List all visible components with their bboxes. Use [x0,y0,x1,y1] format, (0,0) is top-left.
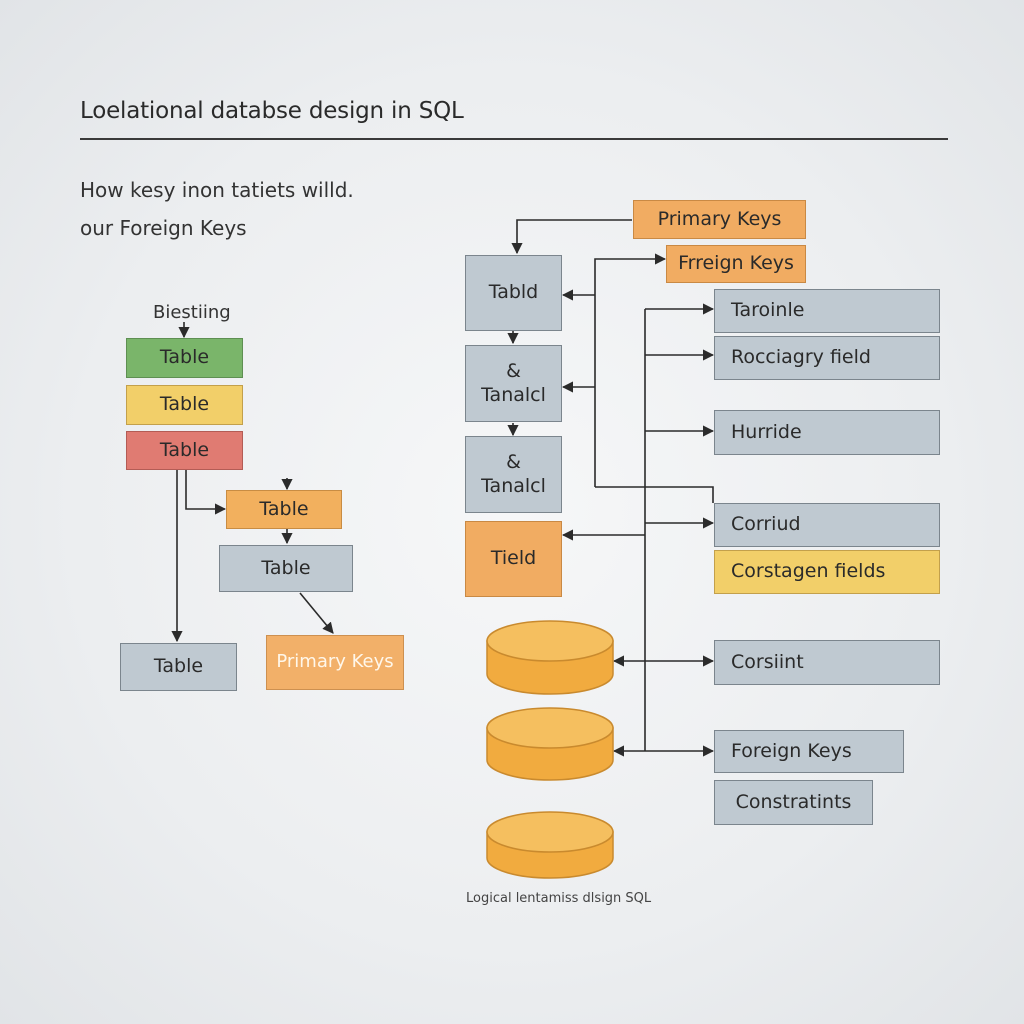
database-cylinder-1 [486,620,614,695]
table-red: Table [126,431,243,470]
foreign-keys-top: Frreign Keys [666,245,806,283]
tanalcl-box-1: & Tanalcl [465,345,562,422]
field-corriud: Corriud [714,503,940,547]
arrow-pk-to-tabld [511,219,632,255]
biestiing-label: Biestiing [153,302,231,323]
table-grey-bottom: Table [120,643,237,691]
table-orange: Table [226,490,342,529]
arrow-grey-to-pk [299,592,334,634]
tanalcl-2-text: Tanalcl [481,474,546,497]
primary-keys-top: Primary Keys [633,200,806,239]
field-rocciagry: Rocciagry field [714,336,940,380]
tanalcl-2-ampersand: & [506,450,521,473]
tabld-box: Tabld [465,255,562,331]
field-corsiint: Corsiint [714,640,940,685]
tanalcl-1-ampersand: & [506,359,521,382]
table-yellow: Table [126,385,243,425]
database-cylinder-3 [486,811,614,879]
field-constratints: Constratints [714,780,873,825]
footer-caption: Logical lentamiss dlsign SQL [466,891,652,906]
field-hurride: Hurride [714,410,940,455]
field-foreign-keys: Foreign Keys [714,730,904,773]
primary-keys-left: Primary Keys [266,635,404,690]
field-corstagen: Corstagen fields [714,550,940,594]
tield-box: Tield [465,521,562,597]
tanalcl-1-text: Tanalcl [481,383,546,406]
field-taroinle: Taroinle [714,289,940,333]
line-fk-to-corriud [595,486,714,503]
page-title: Loelational databse design in SQL [80,98,464,124]
table-grey-mid: Table [219,545,353,592]
arrow-fk-line [594,253,667,487]
subtitle-line-2: our Foreign Keys [80,216,247,240]
tanalcl-box-2: & Tanalcl [465,436,562,513]
database-cylinder-2 [486,707,614,781]
subtitle-line-1: How kesy inon tatiets willd. [80,178,354,202]
table-green: Table [126,338,243,378]
title-divider [80,138,948,140]
arrow-red-to-orange [185,470,227,515]
